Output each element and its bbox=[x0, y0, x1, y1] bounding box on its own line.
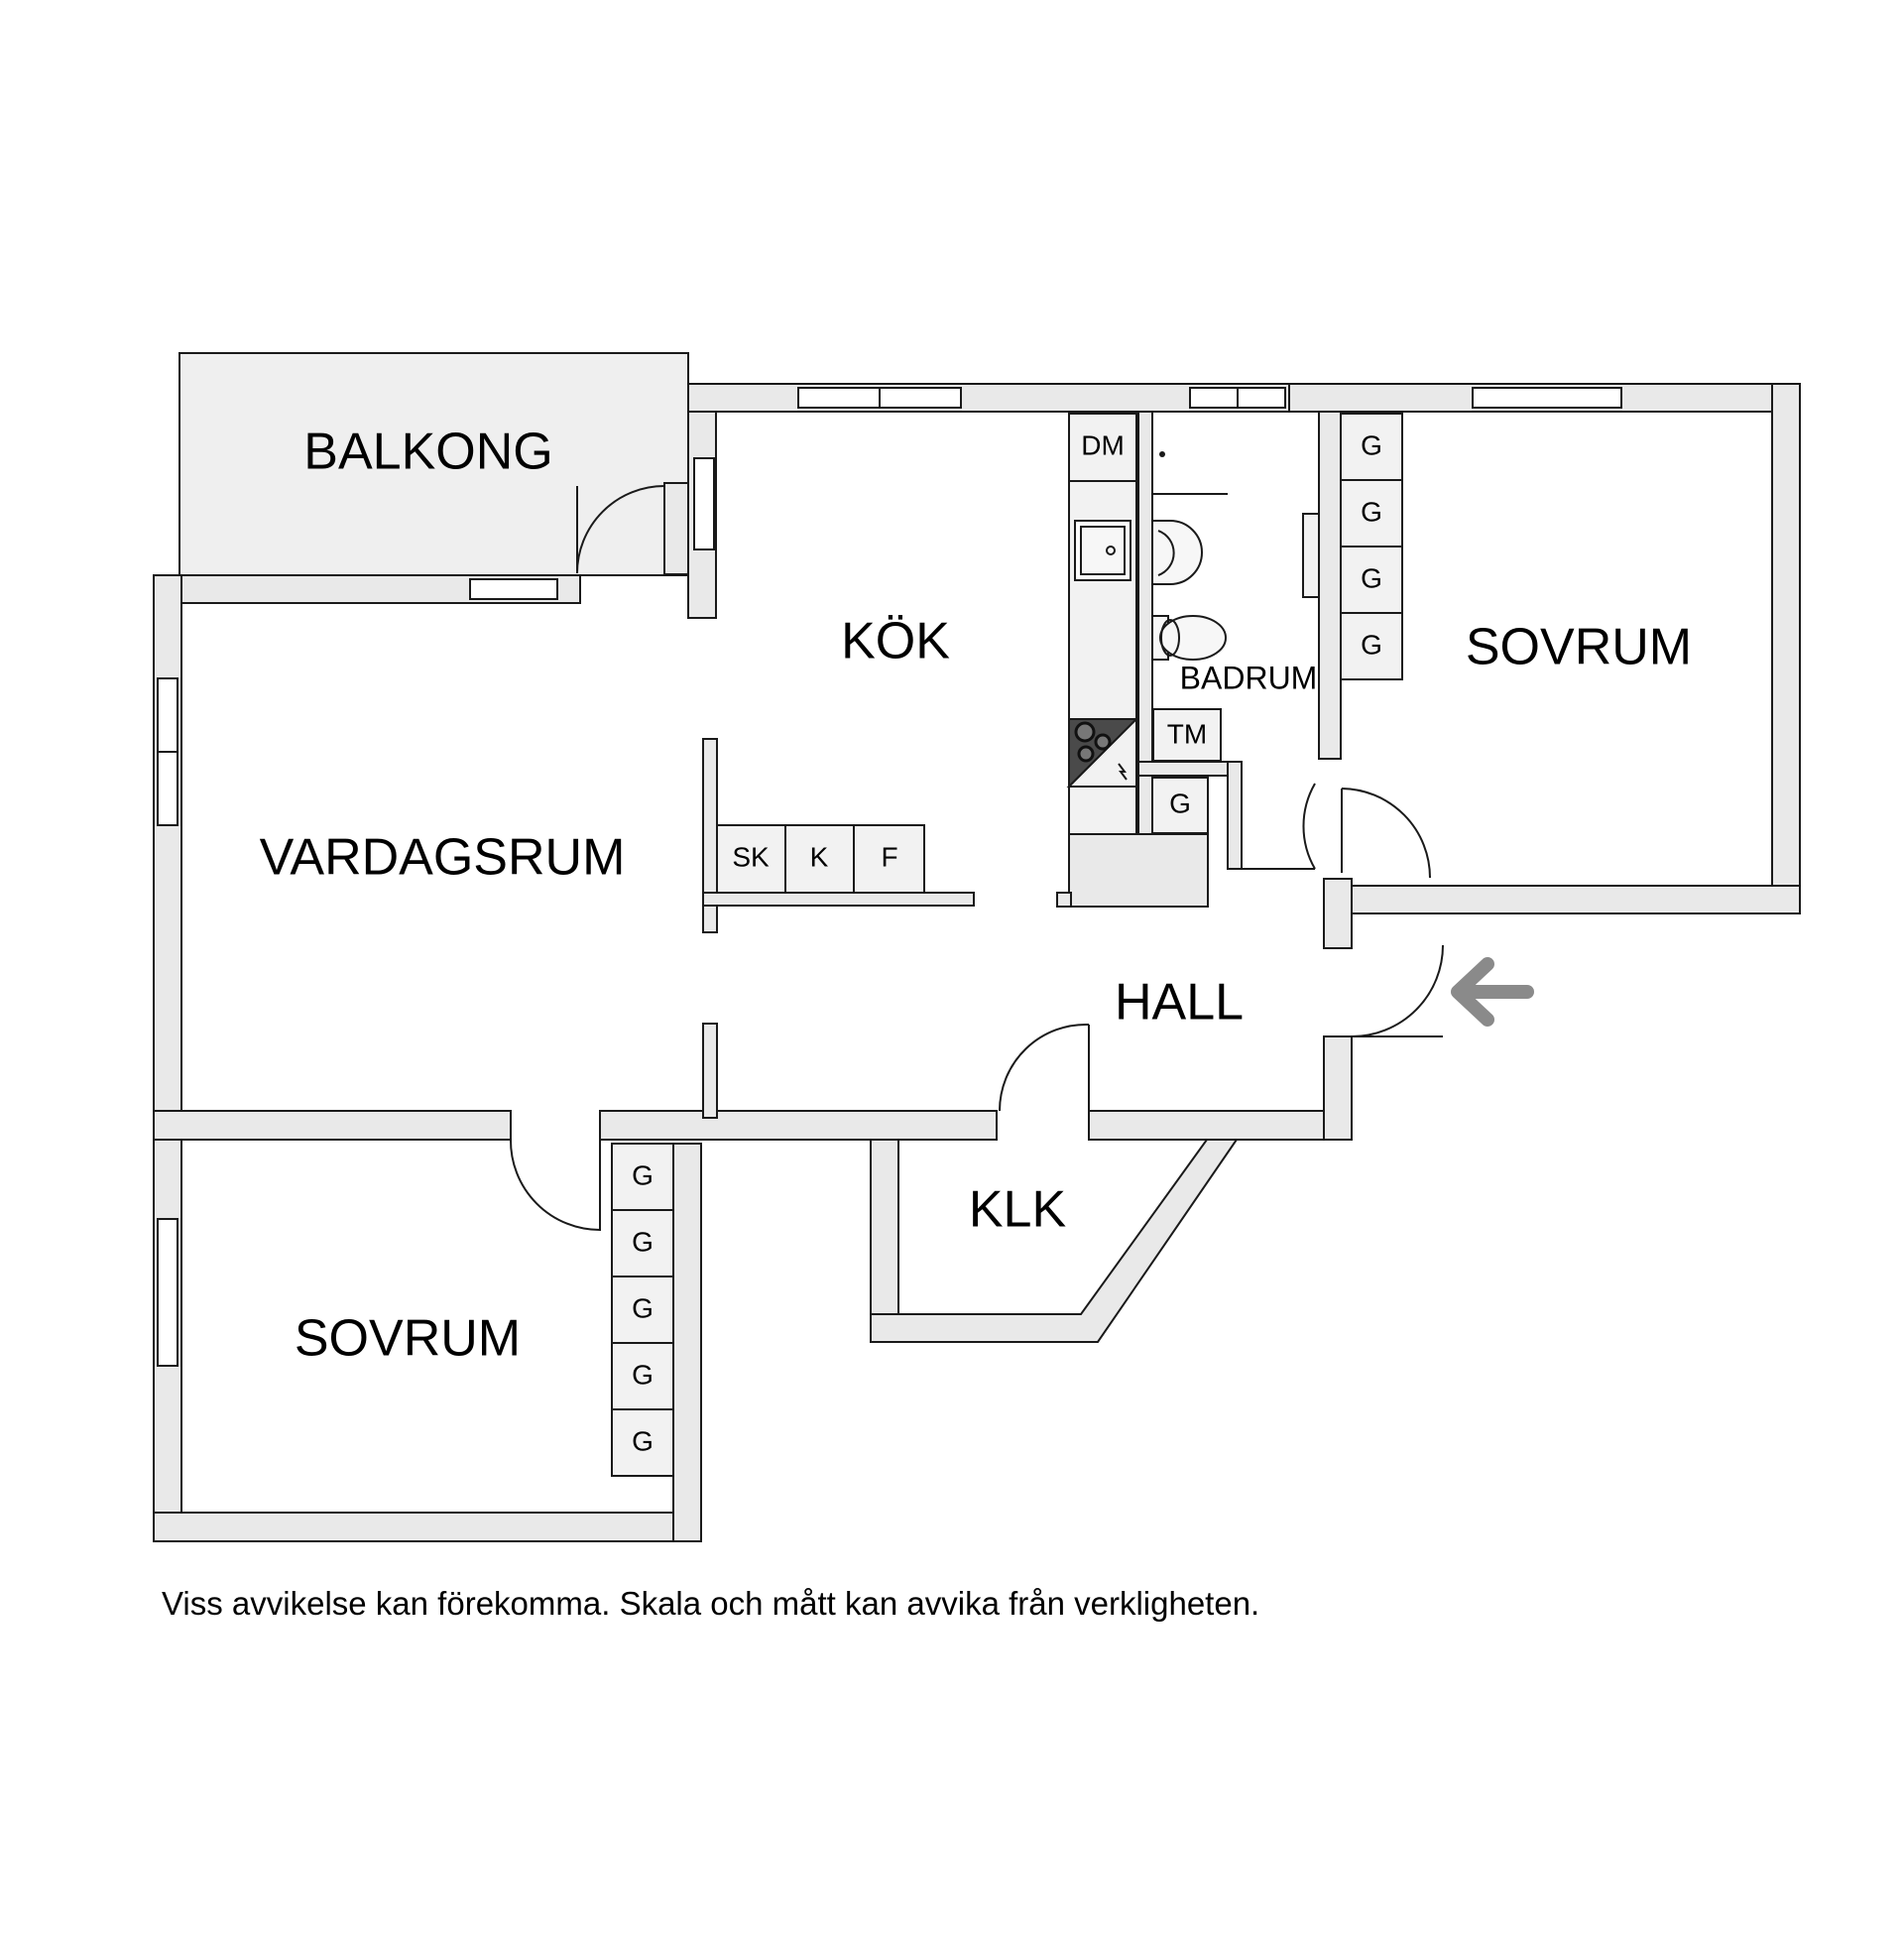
window bbox=[1237, 387, 1286, 409]
appliance-sk-label: SK bbox=[732, 841, 770, 872]
dryer-label: TM bbox=[1167, 718, 1207, 749]
window bbox=[1189, 387, 1239, 409]
entrance-door bbox=[1351, 944, 1444, 1037]
bedroom-door-right bbox=[1341, 788, 1431, 879]
wardrobe-label: G bbox=[1361, 429, 1382, 460]
washbasin-icon bbox=[1151, 520, 1203, 585]
kitchen-appliances: SK K F bbox=[716, 824, 925, 894]
wardrobe bbox=[611, 1342, 674, 1410]
dishwasher-label: DM bbox=[1081, 429, 1125, 460]
room-klk-label: KLK bbox=[969, 1181, 1067, 1239]
doors bbox=[509, 482, 1444, 1232]
window bbox=[1472, 387, 1622, 409]
wardrobe-label: G bbox=[632, 1425, 654, 1456]
wardrobe bbox=[611, 1408, 674, 1477]
wardrobe-label: G bbox=[632, 1159, 654, 1190]
room-sovrum-left-label: SOVRUM bbox=[295, 1310, 521, 1368]
room-vardagsrum-label: VARDAGSRUM bbox=[260, 829, 626, 887]
sink-icon bbox=[1074, 520, 1131, 581]
appliance-k-label: K bbox=[810, 841, 829, 872]
heater bbox=[1302, 513, 1320, 598]
wardrobe-label: G bbox=[1361, 562, 1382, 593]
toilet-icon bbox=[1151, 615, 1227, 661]
window bbox=[469, 578, 558, 600]
wardrobe bbox=[1340, 413, 1403, 481]
bathroom-fixtures: TM G bbox=[1151, 451, 1320, 834]
bathroom-wardrobe bbox=[1151, 777, 1209, 834]
dryer bbox=[1152, 708, 1222, 762]
room-hall-label: HALL bbox=[1115, 974, 1244, 1032]
room-badrum-label: BADRUM bbox=[1180, 660, 1318, 695]
entrance-arrow-icon bbox=[1451, 957, 1534, 1027]
window bbox=[797, 387, 883, 409]
bedroom-door-left bbox=[509, 1139, 601, 1232]
balcony-door bbox=[576, 485, 665, 574]
klk-door bbox=[999, 1023, 1090, 1112]
balcony-area bbox=[178, 352, 689, 576]
kitchen-counter: DM bbox=[1056, 413, 1209, 908]
wardrobe bbox=[611, 1143, 674, 1211]
wardrobe bbox=[611, 1276, 674, 1344]
wardrobe bbox=[1340, 546, 1403, 614]
bathroom-door bbox=[1230, 783, 1316, 870]
windows bbox=[157, 387, 1622, 1367]
room-balkong-label: BALKONG bbox=[303, 424, 552, 481]
walls bbox=[153, 383, 1801, 1542]
room-sovrum-right-label: SOVRUM bbox=[1466, 619, 1692, 676]
wardrobe-label: G bbox=[632, 1226, 654, 1257]
wardrobe-label: G bbox=[632, 1359, 654, 1390]
appliance-f bbox=[853, 824, 925, 894]
window bbox=[693, 457, 715, 550]
wardrobe bbox=[1340, 479, 1403, 547]
shower-tap-icon bbox=[1159, 451, 1165, 457]
wardrobe-label: G bbox=[1169, 788, 1191, 818]
wardrobes-left: G G G G G bbox=[611, 1143, 674, 1477]
dishwasher bbox=[1068, 413, 1137, 482]
stove-icon bbox=[1066, 716, 1139, 790]
window bbox=[157, 677, 178, 753]
wardrobe bbox=[1340, 612, 1403, 680]
appliance-sk bbox=[716, 824, 786, 894]
appliance-f-label: F bbox=[881, 841, 897, 872]
appliance-k bbox=[784, 824, 855, 894]
wardrobe-label: G bbox=[632, 1292, 654, 1323]
disclaimer-text: Viss avvikelse kan förekomma. Skala och … bbox=[162, 1585, 1260, 1622]
wardrobes-right: G G G G bbox=[1340, 413, 1403, 680]
window bbox=[157, 1218, 178, 1367]
window bbox=[879, 387, 962, 409]
wardrobe bbox=[611, 1209, 674, 1277]
window bbox=[157, 751, 178, 826]
wardrobe-label: G bbox=[1361, 629, 1382, 660]
room-kok-label: KÖK bbox=[841, 613, 950, 670]
wardrobe-label: G bbox=[1361, 496, 1382, 527]
